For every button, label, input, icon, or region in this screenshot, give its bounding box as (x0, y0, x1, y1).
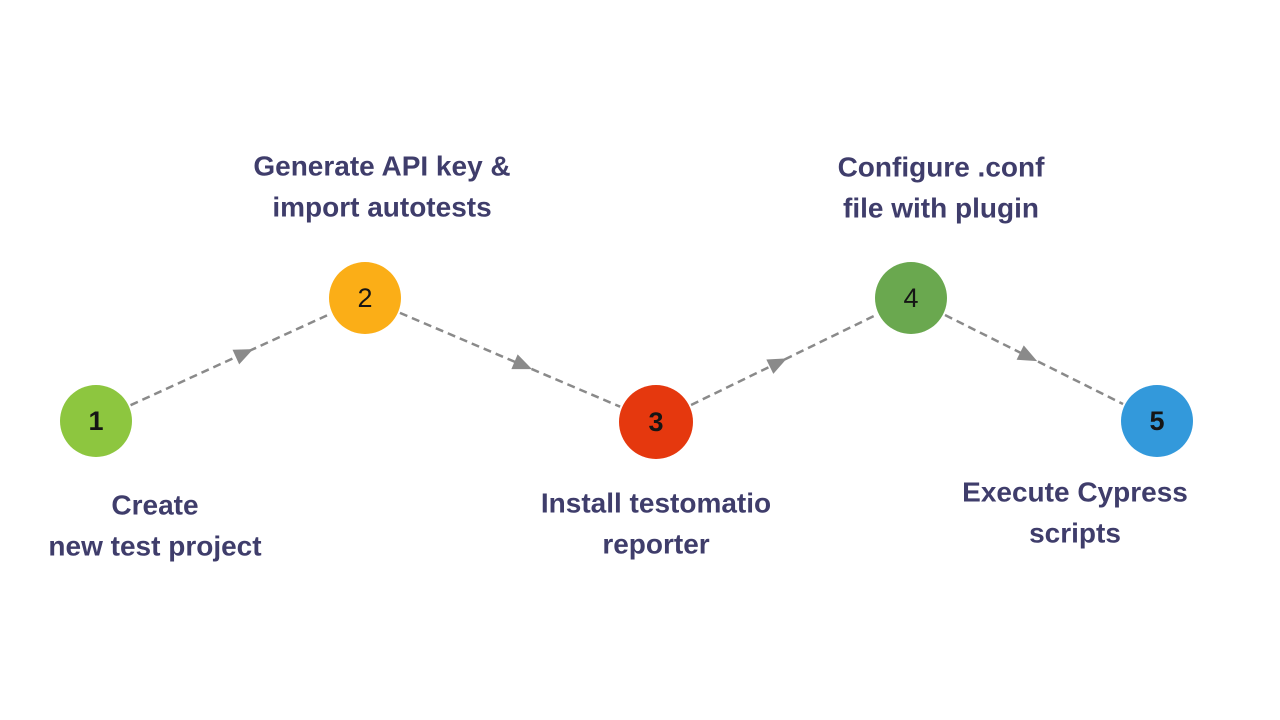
step-3-number: 3 (648, 406, 664, 437)
step-3-label: Install testomatio reporter (540, 487, 772, 560)
connector-arrow-icon (232, 349, 254, 365)
step-5-circle: 5 (1121, 385, 1193, 457)
connector-line-1-2 (130, 312, 331, 407)
step-4-number: 4 (903, 282, 919, 313)
step-1-number: 1 (88, 405, 104, 436)
step-5-number: 5 (1149, 405, 1165, 436)
step-1-label: Create new test project (48, 489, 262, 562)
connector-line-2-3 (399, 311, 621, 408)
step-5-label: Execute Cypress scripts (962, 476, 1188, 549)
step-2-number: 2 (357, 282, 373, 313)
connector-arrow-icon (511, 354, 532, 370)
connector-line-3-4 (690, 313, 878, 407)
step-1-circle: 1 (60, 385, 132, 457)
step-2-label: Generate API key & import autotests (253, 150, 511, 223)
connector-arrow-icon (766, 358, 787, 374)
step-4-label: Configure .conf file with plugin (837, 151, 1045, 224)
connector-line-4-5 (944, 313, 1124, 406)
connector-arrow-icon (1016, 345, 1038, 362)
step-2-circle: 2 (329, 262, 401, 334)
step-3-circle: 3 (619, 385, 693, 459)
step-4-circle: 4 (875, 262, 947, 334)
